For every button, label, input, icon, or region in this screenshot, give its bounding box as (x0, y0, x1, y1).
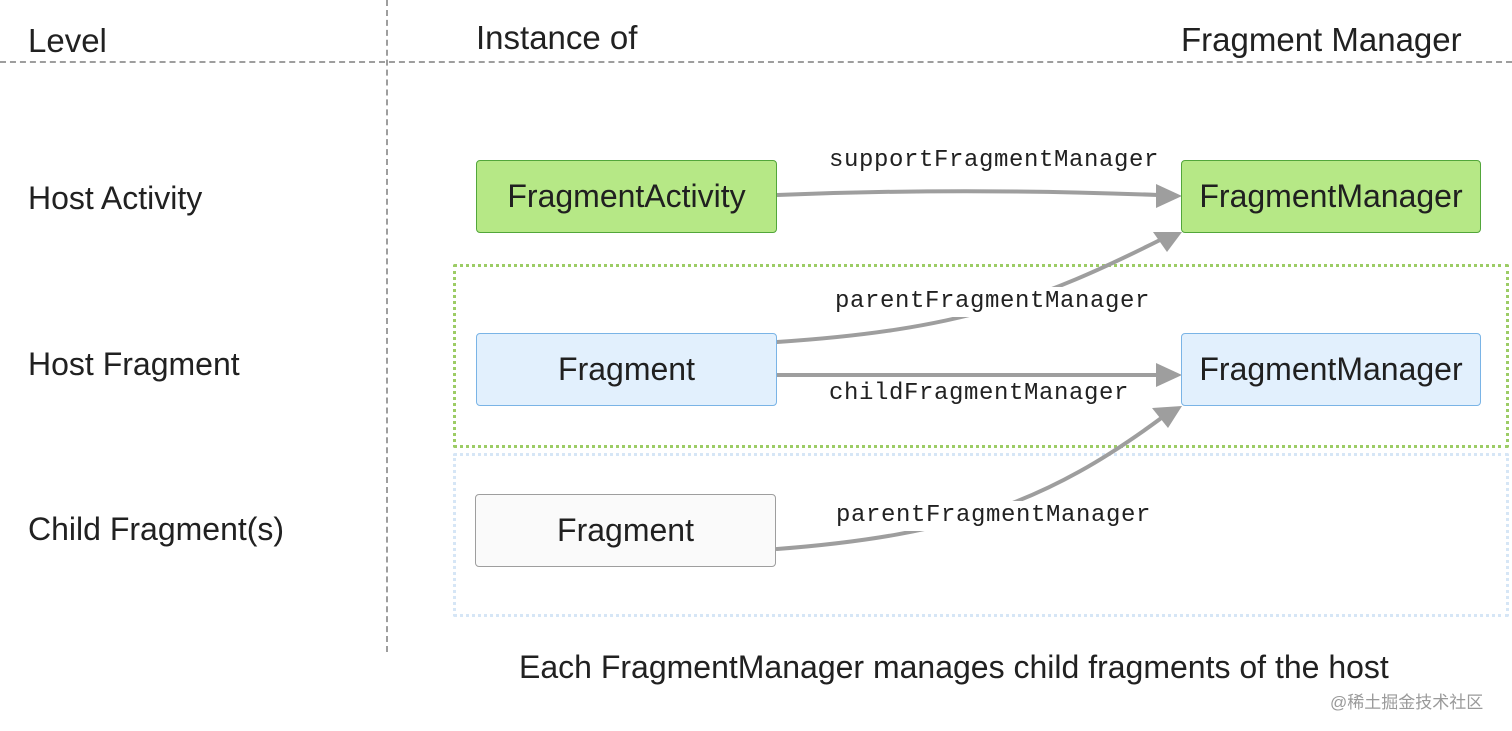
fragment-activity-node: FragmentActivity (476, 160, 777, 233)
fragment-manager-column-header: Fragment Manager (1181, 21, 1462, 58)
support-fragment-manager-label: supportFragmentManager (829, 147, 1160, 174)
host-fragment-group (453, 264, 1509, 448)
parent-fragment-manager-host-arrowhead (1153, 232, 1182, 252)
host-fragment-manager-node: FragmentManager (1181, 333, 1481, 406)
header-divider (0, 61, 1512, 63)
row-label-child-fragments: Child Fragment(s) (28, 511, 285, 547)
column-divider (386, 0, 388, 652)
instance-of-column-header: Instance of (476, 19, 638, 56)
parent-fragment-manager-child-label: parentFragmentManager (830, 501, 1158, 531)
child-fragment-node: Fragment (475, 494, 776, 567)
support-fragment-manager-arrow-line (775, 189, 1160, 197)
row-label-host-fragment: Host Fragment (28, 346, 240, 382)
diagram-caption: Each FragmentManager manages child fragm… (519, 649, 1389, 685)
parent-fragment-manager-host-label: parentFragmentManager (829, 287, 1157, 317)
parent-fragment-manager-child-arrowhead (1152, 406, 1182, 428)
activity-fragment-manager-node: FragmentManager (1181, 160, 1481, 233)
child-fragment-manager-arrowhead (1156, 363, 1182, 387)
row-label-host-activity: Host Activity (28, 180, 203, 216)
child-fragment-group (453, 453, 1509, 617)
watermark: @稀土掘金技术社区 (1330, 693, 1484, 712)
level-column-header: Level (28, 22, 107, 59)
support-fragment-manager-arrowhead (1156, 184, 1182, 208)
host-fragment-node: Fragment (476, 333, 777, 406)
child-fragment-manager-label: childFragmentManager (829, 380, 1130, 407)
